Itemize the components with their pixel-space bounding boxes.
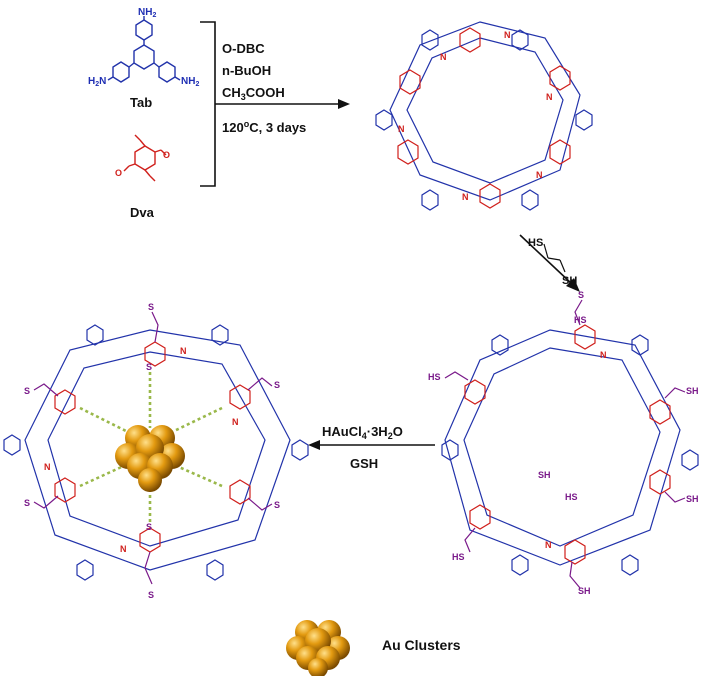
- tab-label: Tab: [130, 95, 152, 110]
- svg-text:S: S: [274, 380, 280, 390]
- svg-text:HS: HS: [565, 492, 578, 502]
- svg-text:S: S: [148, 590, 154, 600]
- svg-text:N: N: [232, 417, 239, 427]
- svg-text:SH: SH: [538, 470, 551, 480]
- legend-label: Au Clusters: [382, 637, 461, 653]
- reagent-haucl4: HAuCl4·3H2O: [322, 424, 403, 441]
- svg-text:S: S: [146, 522, 152, 532]
- svg-text:N: N: [545, 540, 552, 550]
- svg-text:S: S: [148, 302, 154, 312]
- svg-text:NH2: NH2: [181, 76, 199, 88]
- synthesis-arrowhead: [338, 99, 350, 109]
- svg-text:HS: HS: [574, 315, 587, 325]
- svg-text:SH: SH: [578, 586, 591, 596]
- condition-acid: CH3COOH: [222, 85, 285, 102]
- au-cluster-legend-icon: [286, 620, 350, 676]
- thiol-sh-label: SH: [562, 275, 577, 287]
- svg-text:N: N: [462, 192, 469, 202]
- reactant-bracket: [200, 21, 216, 187]
- tab-amine-top: NH: [138, 7, 152, 18]
- thiol-gold-bonds: [79, 372, 223, 522]
- svg-text:H2N: H2N: [88, 76, 106, 88]
- svg-text:N: N: [180, 346, 187, 356]
- svg-text:S: S: [24, 386, 30, 396]
- svg-text:HS: HS: [428, 372, 441, 382]
- gold-loading-arrowhead: [308, 440, 320, 450]
- condition-solvent-1: O-DBC: [222, 41, 265, 56]
- reagent-gsh: GSH: [350, 456, 378, 471]
- cof-framework-thiolated: [441, 299, 699, 589]
- svg-text:N: N: [546, 92, 553, 102]
- svg-text:HS: HS: [452, 552, 465, 562]
- tab-amine-left: H: [88, 76, 95, 87]
- condition-solvent-2: n-BuOH: [222, 63, 271, 78]
- cof-framework-top: [375, 21, 593, 211]
- svg-text:SH: SH: [686, 386, 699, 396]
- svg-text:SH: SH: [686, 494, 699, 504]
- condition-temperature: 120oC, 3 days: [222, 119, 306, 135]
- tab-amine-right: NH: [181, 76, 195, 87]
- svg-text:N: N: [600, 350, 607, 360]
- au-cluster-core: [115, 425, 185, 492]
- thiol-arrowhead: [566, 278, 580, 292]
- svg-text:O: O: [163, 150, 170, 160]
- svg-text:O: O: [115, 168, 122, 178]
- thiol-hs-label: HS: [528, 237, 543, 249]
- svg-text:S: S: [578, 290, 584, 300]
- dva-label: Dva: [130, 205, 155, 220]
- svg-text:N: N: [44, 462, 51, 472]
- svg-text:NH2: NH2: [138, 7, 156, 19]
- tab-structure: [107, 16, 181, 83]
- svg-text:N: N: [536, 170, 543, 180]
- dva-structure: [123, 134, 167, 182]
- thiol-arrow: [519, 234, 573, 285]
- svg-text:N: N: [120, 544, 127, 554]
- svg-text:S: S: [274, 500, 280, 510]
- svg-text:N: N: [504, 30, 511, 40]
- cof-framework-au: [3, 311, 309, 585]
- svg-text:N: N: [398, 124, 405, 134]
- svg-text:S: S: [24, 498, 30, 508]
- svg-text:S: S: [146, 362, 152, 372]
- ethanedithiol-structure: [543, 243, 566, 273]
- svg-text:N: N: [440, 52, 447, 62]
